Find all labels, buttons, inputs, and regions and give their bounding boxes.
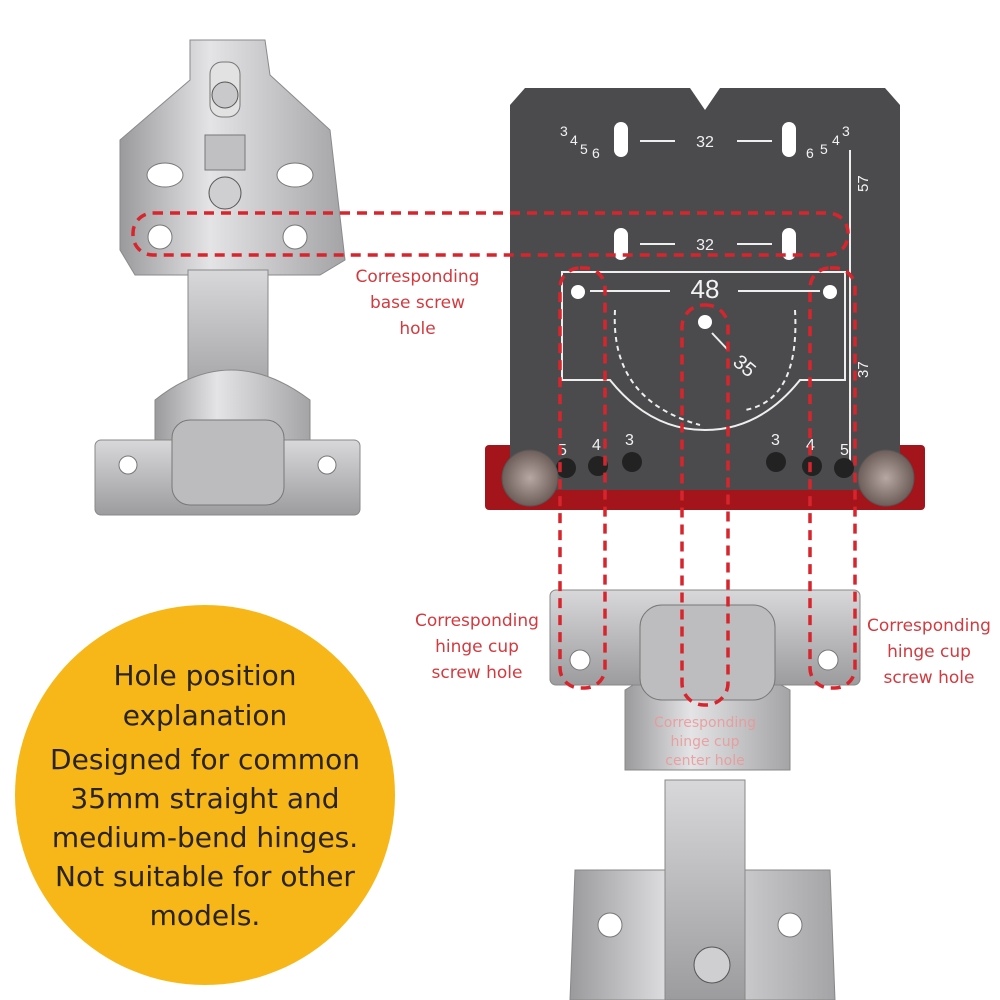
scale-right-3: 3 bbox=[842, 123, 850, 139]
badge-body: Designed for common 35mm straight and me… bbox=[50, 740, 360, 935]
badge-body-line: Not suitable for other bbox=[55, 859, 355, 893]
badge-title-line: explanation bbox=[122, 698, 288, 732]
scale-right-5: 5 bbox=[820, 141, 828, 157]
height-bottom-label: 37 bbox=[855, 361, 872, 378]
label-line: screw hole bbox=[431, 663, 523, 683]
hole-label-right-5: 5 bbox=[840, 442, 849, 459]
knob-right bbox=[857, 449, 915, 507]
width-mark-label: 48 bbox=[691, 274, 720, 304]
label-line: hinge cup bbox=[887, 642, 971, 662]
badge-title: Hole position explanation bbox=[114, 656, 297, 736]
label-line: Corresponding bbox=[653, 715, 757, 731]
hinge-bottom bbox=[549, 589, 861, 1000]
label-line: Corresponding bbox=[355, 267, 480, 287]
hole-correspondence-markers bbox=[131, 211, 857, 707]
scale-left-6: 6 bbox=[592, 145, 600, 161]
label-cup-screw-right: Corresponding hinge cup screw hole bbox=[855, 613, 1000, 691]
drilling-template: 32 32 48 35 57 37 3 4 5 6 3 4 5 6 5 4 3 … bbox=[485, 88, 925, 510]
label-line: Corresponding bbox=[867, 616, 991, 636]
badge-body-line: 35mm straight and bbox=[70, 781, 340, 815]
label-line: hinge cup bbox=[435, 637, 519, 657]
hole-label-left-3: 3 bbox=[625, 432, 634, 449]
scale-left-4: 4 bbox=[570, 132, 578, 148]
label-base-screw-hole: Corresponding base screw hole bbox=[340, 264, 495, 342]
scale-left-5: 5 bbox=[580, 141, 588, 157]
label-cup-center-hole: Corresponding hinge cup center hole bbox=[640, 714, 770, 771]
height-top-label: 57 bbox=[855, 175, 872, 192]
scale-right-4: 4 bbox=[832, 132, 840, 148]
label-line: base screw bbox=[369, 293, 466, 313]
hole-label-right-3: 3 bbox=[771, 432, 780, 449]
label-line: hole bbox=[399, 319, 436, 339]
label-line: center hole bbox=[665, 753, 745, 769]
label-line: hinge cup bbox=[670, 734, 740, 750]
badge-body-line: Designed for common bbox=[50, 742, 360, 776]
scale-right-6: 6 bbox=[806, 145, 814, 161]
badge-title-line: Hole position bbox=[113, 658, 297, 692]
hole-label-left-5: 5 bbox=[558, 442, 567, 459]
label-cup-screw-left: Corresponding hinge cup screw hole bbox=[402, 608, 552, 686]
hole-position-badge: Hole position explanation Designed for c… bbox=[15, 605, 395, 985]
label-line: screw hole bbox=[883, 668, 975, 688]
scale-left-3: 3 bbox=[560, 123, 568, 139]
spacing-top-label: 32 bbox=[696, 134, 714, 151]
badge-body-line: medium-bend hinges. bbox=[51, 820, 359, 854]
badge-body-line: models. bbox=[149, 898, 261, 932]
label-line: Corresponding bbox=[415, 611, 539, 631]
hole-label-left-4: 4 bbox=[592, 437, 601, 454]
hinge-top-left bbox=[94, 39, 361, 516]
spacing-mid-label: 32 bbox=[696, 237, 714, 254]
knob-left bbox=[501, 449, 559, 507]
